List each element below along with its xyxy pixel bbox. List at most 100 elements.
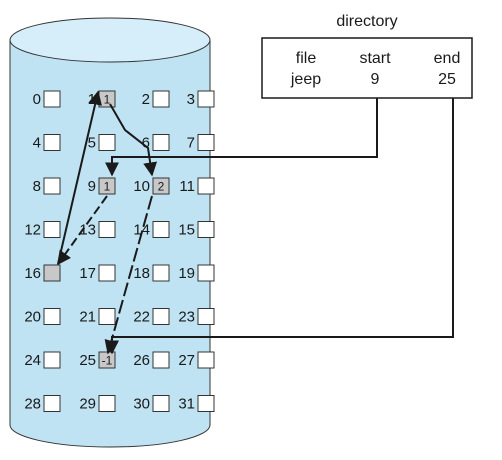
free-block-cell bbox=[152, 221, 170, 238]
disk-block-26: 26 bbox=[133, 351, 170, 369]
entry-file-name: jeep bbox=[290, 71, 321, 88]
disk-block-2: 2 bbox=[142, 90, 170, 108]
block-number: 29 bbox=[79, 396, 96, 413]
block-number: 5 bbox=[88, 135, 96, 152]
block-number: 12 bbox=[24, 222, 41, 239]
disk-block-30: 30 bbox=[133, 395, 170, 413]
free-block-cell bbox=[98, 264, 116, 282]
free-block-cell bbox=[152, 395, 170, 412]
directory-title: directory bbox=[336, 13, 397, 30]
block-number: 28 bbox=[24, 396, 41, 413]
disk-block-6: 6 bbox=[142, 134, 170, 152]
next-block-pointer: 1 bbox=[104, 93, 111, 107]
disk-block-4: 4 bbox=[33, 134, 61, 152]
free-block-cell bbox=[98, 308, 116, 325]
block-number: 4 bbox=[33, 135, 41, 152]
block-number: 31 bbox=[178, 396, 195, 413]
header-file: file bbox=[296, 50, 317, 67]
block-number: 8 bbox=[33, 178, 41, 195]
next-block-pointer: 1 bbox=[104, 180, 111, 194]
disk-block-11: 11 bbox=[179, 177, 215, 195]
free-block-cell bbox=[98, 134, 116, 151]
free-block-cell bbox=[197, 134, 215, 151]
free-block-cell bbox=[43, 90, 61, 108]
free-block-cell bbox=[43, 395, 61, 412]
block-number: 3 bbox=[187, 91, 195, 108]
disk-block-31: 31 bbox=[178, 395, 215, 413]
free-block-cell bbox=[152, 90, 170, 108]
block-number: 21 bbox=[79, 309, 96, 326]
block-number: 23 bbox=[178, 309, 195, 326]
disk-block-3: 3 bbox=[187, 90, 215, 108]
disk-block-15: 15 bbox=[178, 221, 215, 239]
next-block-pointer: -1 bbox=[102, 354, 113, 368]
free-block-cell bbox=[197, 177, 215, 195]
disk-block-27: 27 bbox=[178, 351, 215, 369]
block-number: 0 bbox=[33, 91, 41, 108]
disk-block-25: 25 -1 bbox=[79, 351, 116, 369]
start-pointer-arrow bbox=[105, 98, 378, 177]
header-start: start bbox=[359, 50, 391, 67]
block-number: 25 bbox=[79, 352, 96, 369]
block-number: 13 bbox=[79, 222, 96, 239]
disk-block-19: 19 bbox=[178, 264, 215, 282]
free-block-cell bbox=[43, 134, 61, 151]
entry-end-block: 25 bbox=[438, 71, 456, 88]
allocated-block-cell bbox=[152, 177, 170, 195]
block-number: 18 bbox=[133, 265, 150, 282]
link-arrow-9-16 bbox=[57, 195, 108, 266]
free-block-cell bbox=[98, 221, 116, 238]
disk-block-17: 17 bbox=[79, 264, 116, 282]
free-block-cell bbox=[43, 351, 61, 369]
disk-block-29: 29 bbox=[79, 395, 116, 413]
block-number: 30 bbox=[133, 396, 150, 413]
free-block-cell bbox=[152, 134, 170, 151]
free-block-cell bbox=[197, 308, 215, 325]
pointer-arrows bbox=[57, 90, 454, 355]
disk-block-22: 22 bbox=[133, 308, 170, 326]
free-block-cell bbox=[43, 177, 61, 195]
disk-block-7: 7 bbox=[187, 134, 215, 152]
next-block-pointer: 2 bbox=[158, 180, 165, 194]
free-block-cell bbox=[98, 395, 116, 412]
free-block-cell bbox=[152, 308, 170, 325]
disk-block-5: 5 bbox=[88, 134, 116, 152]
link-arrow-1-10 bbox=[109, 103, 158, 177]
free-block-cell bbox=[197, 90, 215, 108]
block-number: 17 bbox=[79, 265, 96, 282]
directory-box bbox=[261, 37, 473, 99]
disk-block-16: 16 bbox=[24, 264, 61, 282]
block-number: 11 bbox=[179, 178, 195, 195]
free-block-cell bbox=[197, 264, 215, 282]
block-number: 20 bbox=[24, 309, 41, 326]
disk-block-10: 10 2 bbox=[133, 177, 170, 195]
free-block-cell bbox=[197, 221, 215, 238]
free-block-cell bbox=[43, 221, 61, 238]
header-end: end bbox=[434, 50, 461, 67]
disk-block-28: 28 bbox=[24, 395, 61, 413]
free-block-cell bbox=[43, 308, 61, 325]
block-number: 26 bbox=[133, 352, 150, 369]
allocated-block-cell bbox=[43, 264, 61, 282]
block-number: 10 bbox=[133, 178, 150, 195]
free-block-cell bbox=[197, 351, 215, 369]
disk-block-14: 14 bbox=[133, 221, 170, 239]
disk-block-21: 21 bbox=[79, 308, 116, 326]
disk-block-0: 0 bbox=[33, 90, 61, 108]
block-number: 6 bbox=[142, 135, 150, 152]
allocated-block-cell bbox=[98, 177, 116, 195]
block-number: 9 bbox=[88, 178, 96, 195]
disk-block-13: 13 bbox=[79, 221, 116, 239]
disk-block-8: 8 bbox=[33, 177, 61, 195]
disk-block-12: 12 bbox=[24, 221, 61, 239]
block-number: 19 bbox=[178, 265, 195, 282]
disk-block-24: 24 bbox=[24, 351, 61, 369]
free-block-cell bbox=[197, 395, 215, 412]
block-number: 2 bbox=[142, 91, 150, 108]
free-block-cell bbox=[152, 264, 170, 282]
block-number: 27 bbox=[178, 352, 195, 369]
disk-block-20: 20 bbox=[24, 308, 61, 326]
